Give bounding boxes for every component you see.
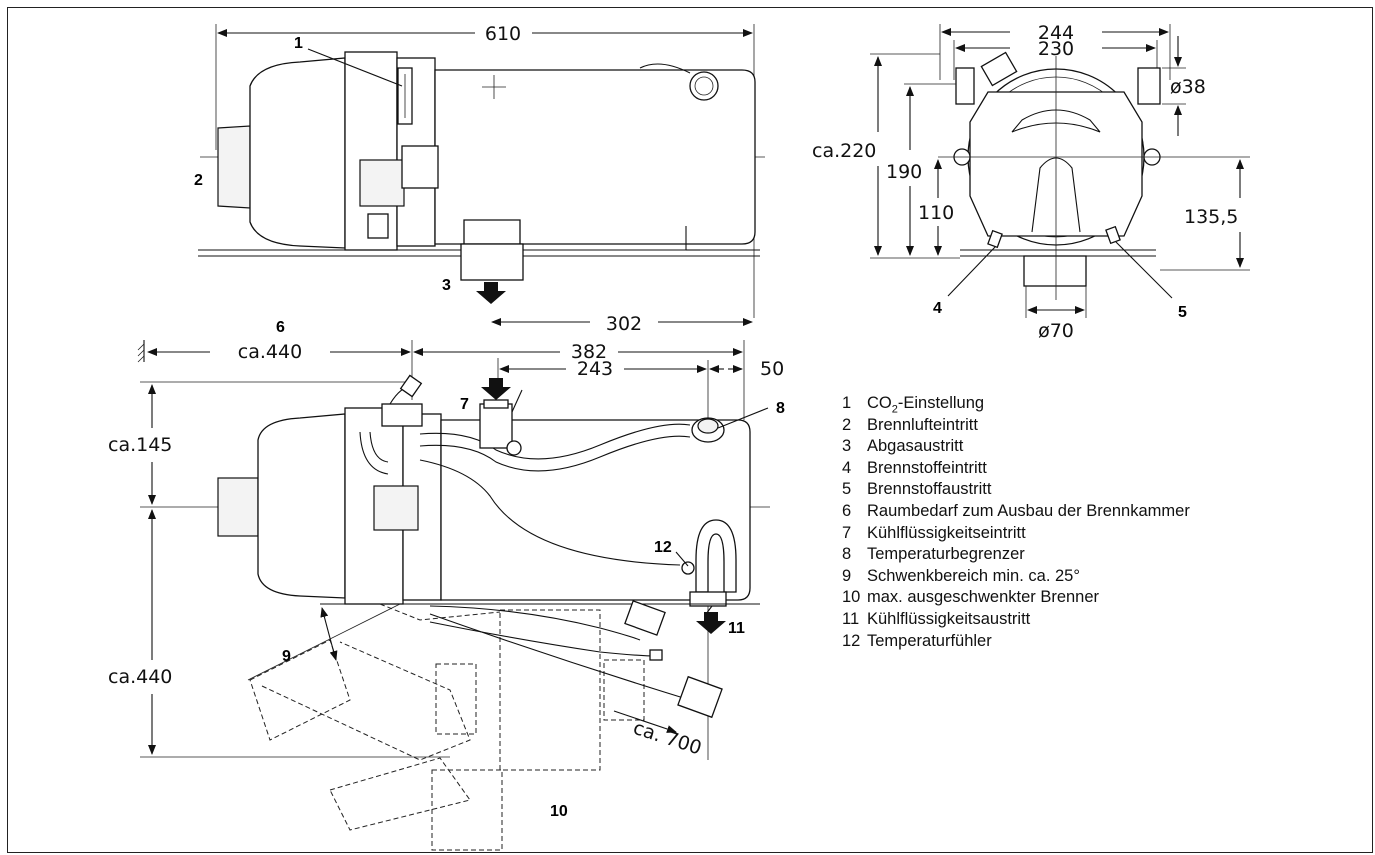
legend-number: 10 (842, 588, 861, 607)
callout-5: 5 (1178, 304, 1187, 321)
legend-number: 7 (842, 523, 852, 542)
legend-label: Raumbedarf zum Ausbau der Brennkammer (867, 501, 1190, 520)
dim-382: 382 (571, 341, 607, 363)
side-view-top (198, 24, 765, 326)
callout-8: 8 (776, 400, 785, 417)
legend-number: 6 (842, 501, 852, 520)
dim-243: 243 (577, 358, 613, 380)
legend-number: 11 (842, 609, 860, 628)
legend-label: Abgasaustritt (867, 437, 964, 456)
legend-label: Brennlufteintritt (867, 415, 978, 434)
legend-item: 2 Brennlufteintritt (842, 415, 1190, 437)
dim-d70: ø70 (1038, 320, 1074, 342)
callout-1: 1 (294, 35, 303, 52)
dim-ca440-horizontal: ca.440 (238, 341, 302, 363)
legend-item: 12 Temperaturfühler (842, 631, 1190, 653)
legend-label: Brennstoffeintritt (867, 458, 987, 477)
dim-ca220: ca.220 (812, 140, 876, 162)
legend-item: 3 Abgasaustritt (842, 436, 1190, 458)
dim-244: 244 (1038, 22, 1074, 44)
legend-item: 8 Temperaturbegrenzer (842, 544, 1190, 566)
legend-item: 10 max. ausgeschwenkter Brenner (842, 587, 1190, 609)
callout-10: 10 (550, 803, 568, 820)
drawing-frame (7, 7, 1373, 853)
dim-110: 110 (918, 202, 954, 224)
legend-number: 4 (842, 458, 852, 477)
legend-label: Schwenkbereich min. ca. 25° (867, 566, 1080, 585)
callout-6: 6 (276, 319, 285, 336)
legend-item: 11 Kühlflüssigkeitsaustritt (842, 609, 1190, 631)
end-view (870, 24, 1250, 318)
dim-ca700: ca. 700 (630, 717, 704, 760)
dim-ca440-vertical: ca.440 (108, 666, 172, 688)
callout-12: 12 (654, 539, 672, 556)
legend-list: 1 CO2-Einstellung 2 Brennlufteintritt 3 Abgas… (842, 393, 1190, 652)
legend-number: 2 (842, 415, 852, 434)
legend-item: 5 Brennstoffaustritt (842, 479, 1190, 501)
side-view-bottom (137, 340, 770, 851)
legend-item: 9 Schwenkbereich min. ca. 25° (842, 566, 1190, 588)
legend-number: 12 (842, 631, 861, 650)
callout-numbers: 1 2 3 4 5 6 7 8 9 10 11 12 (194, 35, 1187, 820)
legend-number: 3 (842, 437, 852, 456)
legend-item: 4 Brennstoffeintritt (842, 458, 1190, 480)
dim-135-5: 135,5 (1184, 206, 1238, 228)
dim-190: 190 (886, 161, 922, 183)
legend-label: Kühlflüssigkeitsaustritt (867, 609, 1031, 628)
callout-7: 7 (460, 396, 469, 413)
legend-label: Kühlflüssigkeitseintritt (867, 523, 1026, 542)
dim-302: 302 (606, 313, 642, 335)
dim-230: 230 (1038, 38, 1074, 60)
legend-label: Brennstoffaustritt (867, 480, 992, 499)
callout-2: 2 (194, 172, 203, 189)
legend-item: 1 CO2-Einstellung (842, 393, 1190, 415)
dim-50: 50 (760, 358, 784, 380)
dim-ca145: ca.145 (108, 434, 172, 456)
legend-label: Temperaturbegrenzer (867, 545, 1025, 564)
callout-3: 3 (442, 277, 451, 294)
legend-number: 5 (842, 480, 852, 499)
dim-610: 610 (485, 23, 521, 45)
callout-9: 9 (282, 648, 291, 665)
dim-d38: ø38 (1170, 76, 1206, 98)
legend-label: Temperaturfühler (867, 631, 992, 650)
legend-label: max. ausgeschwenkter Brenner (867, 588, 1100, 607)
callout-11: 11 (728, 620, 745, 637)
legend-label: CO2-Einstellung (867, 394, 985, 416)
dimension-labels: 610 244 230 ø38 ca.220 190 110 135,5 ø70… (108, 22, 1238, 760)
legend-item: 6 Raumbedarf zum Ausbau der Brennkammer (842, 501, 1190, 523)
legend-item: 7 Kühlflüssigkeitseintritt (842, 523, 1190, 545)
legend-number: 8 (842, 545, 852, 564)
callout-4: 4 (933, 300, 942, 317)
legend-number: 9 (842, 566, 852, 585)
legend-number: 1 (842, 394, 852, 412)
